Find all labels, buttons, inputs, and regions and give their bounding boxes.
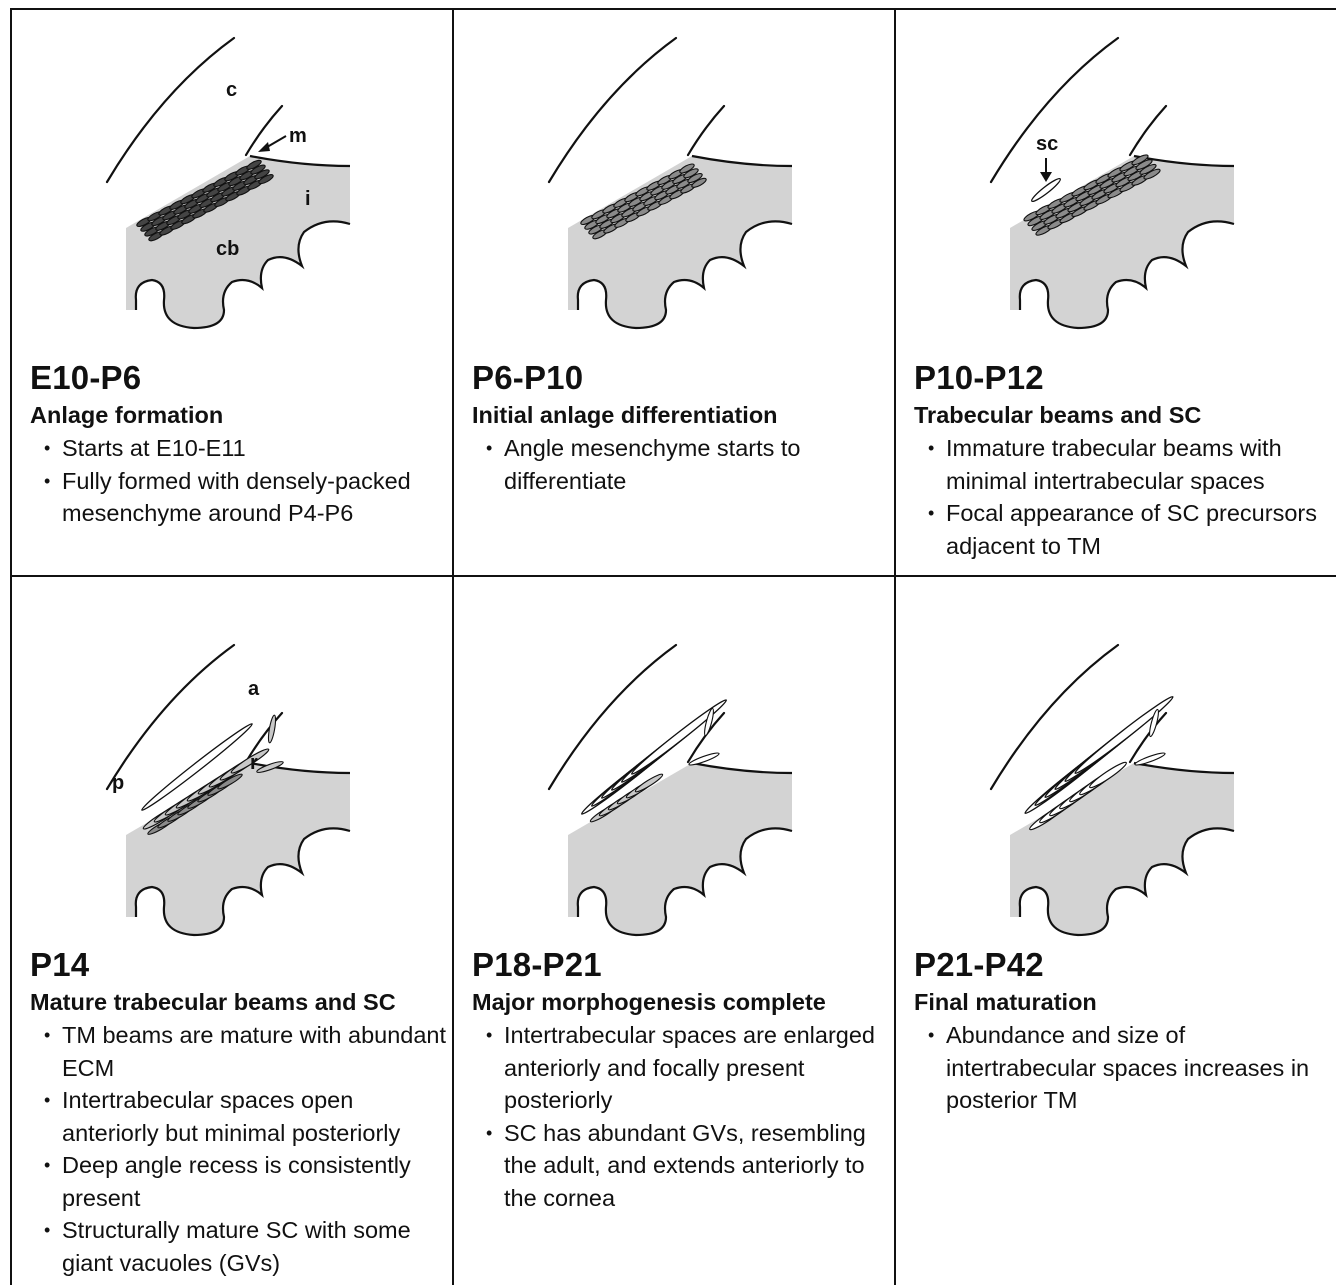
panel-e10-p6: c m i cb E10-P6 Anlage formation Starts at … xyxy=(12,10,452,575)
angle-anatomy xyxy=(549,38,792,328)
bullet-list: Abundance and size of intertrabecular sp… xyxy=(914,1019,1336,1117)
mesenchyme-label: m xyxy=(289,125,307,147)
angle-anatomy: a p r xyxy=(107,645,350,935)
ciliary-body-label: cb xyxy=(216,238,239,260)
cornea-outer-line xyxy=(549,38,676,182)
cornea-inner-line xyxy=(688,106,724,155)
sc-label: sc xyxy=(1036,133,1058,155)
bullet-item: Deep angle recess is consistently presen… xyxy=(30,1149,452,1214)
panel-p18-p21: P18-P21 Major morphogenesis complete Int… xyxy=(454,577,894,1285)
stage-title: P6-P10 xyxy=(472,360,894,396)
bullet-list: Starts at E10-E11 Fully formed with dens… xyxy=(30,432,452,530)
bullet-item: TM beams are mature with abundant ECM xyxy=(30,1019,452,1084)
ciliary-body xyxy=(1010,763,1234,935)
anterior-label: a xyxy=(248,678,260,700)
panel-p10-p12: sc P10-P12 Trabecular beams and SC Immat… xyxy=(896,10,1336,575)
bullet-item: SC has abundant GVs, resembling the adul… xyxy=(472,1117,894,1215)
panel-p21-p42: P21-P42 Final maturation Abundance and s… xyxy=(896,577,1336,1285)
bullet-item: Intertrabecular spaces open anteriorly b… xyxy=(30,1084,452,1149)
anlage-differentiation-illustration xyxy=(454,10,894,350)
bullet-list: Intertrabecular spaces are enlarged ante… xyxy=(472,1019,894,1214)
stage-heading: Initial anlage differentiation xyxy=(472,401,894,429)
cornea-label: c xyxy=(226,79,237,101)
stage-title: P14 xyxy=(30,947,452,983)
iris-label: i xyxy=(305,188,311,210)
bullet-list: TM beams are mature with abundant ECM In… xyxy=(30,1019,452,1279)
bullet-list: Immature trabecular beams with minimal i… xyxy=(914,432,1336,562)
trabecular-beams-illustration: sc xyxy=(896,10,1336,350)
bullet-item: Angle mesenchyme starts to differentiate xyxy=(472,432,894,497)
cornea-outer-line xyxy=(549,645,676,789)
bullet-item: Intertrabecular spaces are enlarged ante… xyxy=(472,1019,894,1117)
final-maturation-illustration xyxy=(896,577,1336,947)
stage-heading: Final maturation xyxy=(914,988,1336,1016)
bullet-item: Starts at E10-E11 xyxy=(30,432,452,465)
anlage-illustration: c m i cb xyxy=(12,10,452,350)
trabecular-beam xyxy=(629,697,728,777)
ciliary-body xyxy=(568,763,792,935)
stage-title: E10-P6 xyxy=(30,360,452,396)
morphogenesis-complete-illustration xyxy=(454,577,894,947)
arrow-head xyxy=(1040,172,1052,182)
stage-heading: Major morphogenesis complete xyxy=(472,988,894,1016)
angle-anatomy: c m i cb xyxy=(107,38,350,328)
stage-heading: Anlage formation xyxy=(30,401,452,429)
mature-beams-illustration: a p r xyxy=(12,577,452,947)
panel-p14: a p r P14 Mature trabecular beams and SC T… xyxy=(12,577,452,1285)
stage-title: P18-P21 xyxy=(472,947,894,983)
angle-anatomy xyxy=(991,645,1234,935)
stage-heading: Mature trabecular beams and SC xyxy=(30,988,452,1016)
arrow-head xyxy=(258,142,270,152)
bullet-item: Abundance and size of intertrabecular sp… xyxy=(914,1019,1336,1117)
stage-heading: Trabecular beams and SC xyxy=(914,401,1336,429)
cornea-outer-line xyxy=(107,38,234,182)
cornea-outer-line xyxy=(991,645,1118,789)
bullet-list: Angle mesenchyme starts to differentiate xyxy=(472,432,894,497)
bullet-item: Fully formed with densely-packed mesench… xyxy=(30,465,452,530)
recess-label: r xyxy=(250,752,258,774)
angle-anatomy: sc xyxy=(991,38,1234,328)
stage-title: P10-P12 xyxy=(914,360,1336,396)
stage-title: P21-P42 xyxy=(914,947,1336,983)
panel-p6-p10: P6-P10 Initial anlage differentiation An… xyxy=(454,10,894,575)
trabecular-beam xyxy=(1134,751,1166,767)
posterior-label: p xyxy=(112,772,124,794)
cornea-outer-line xyxy=(107,645,234,789)
bullet-item: Focal appearance of SC precursors adjace… xyxy=(914,497,1336,562)
cornea-inner-line xyxy=(1130,106,1166,155)
bullet-item: Immature trabecular beams with minimal i… xyxy=(914,432,1336,497)
bullet-item: Structurally mature SC with some giant v… xyxy=(30,1214,452,1279)
ciliary-body xyxy=(126,763,350,935)
cornea-outer-line xyxy=(991,38,1118,182)
angle-anatomy xyxy=(549,645,792,935)
